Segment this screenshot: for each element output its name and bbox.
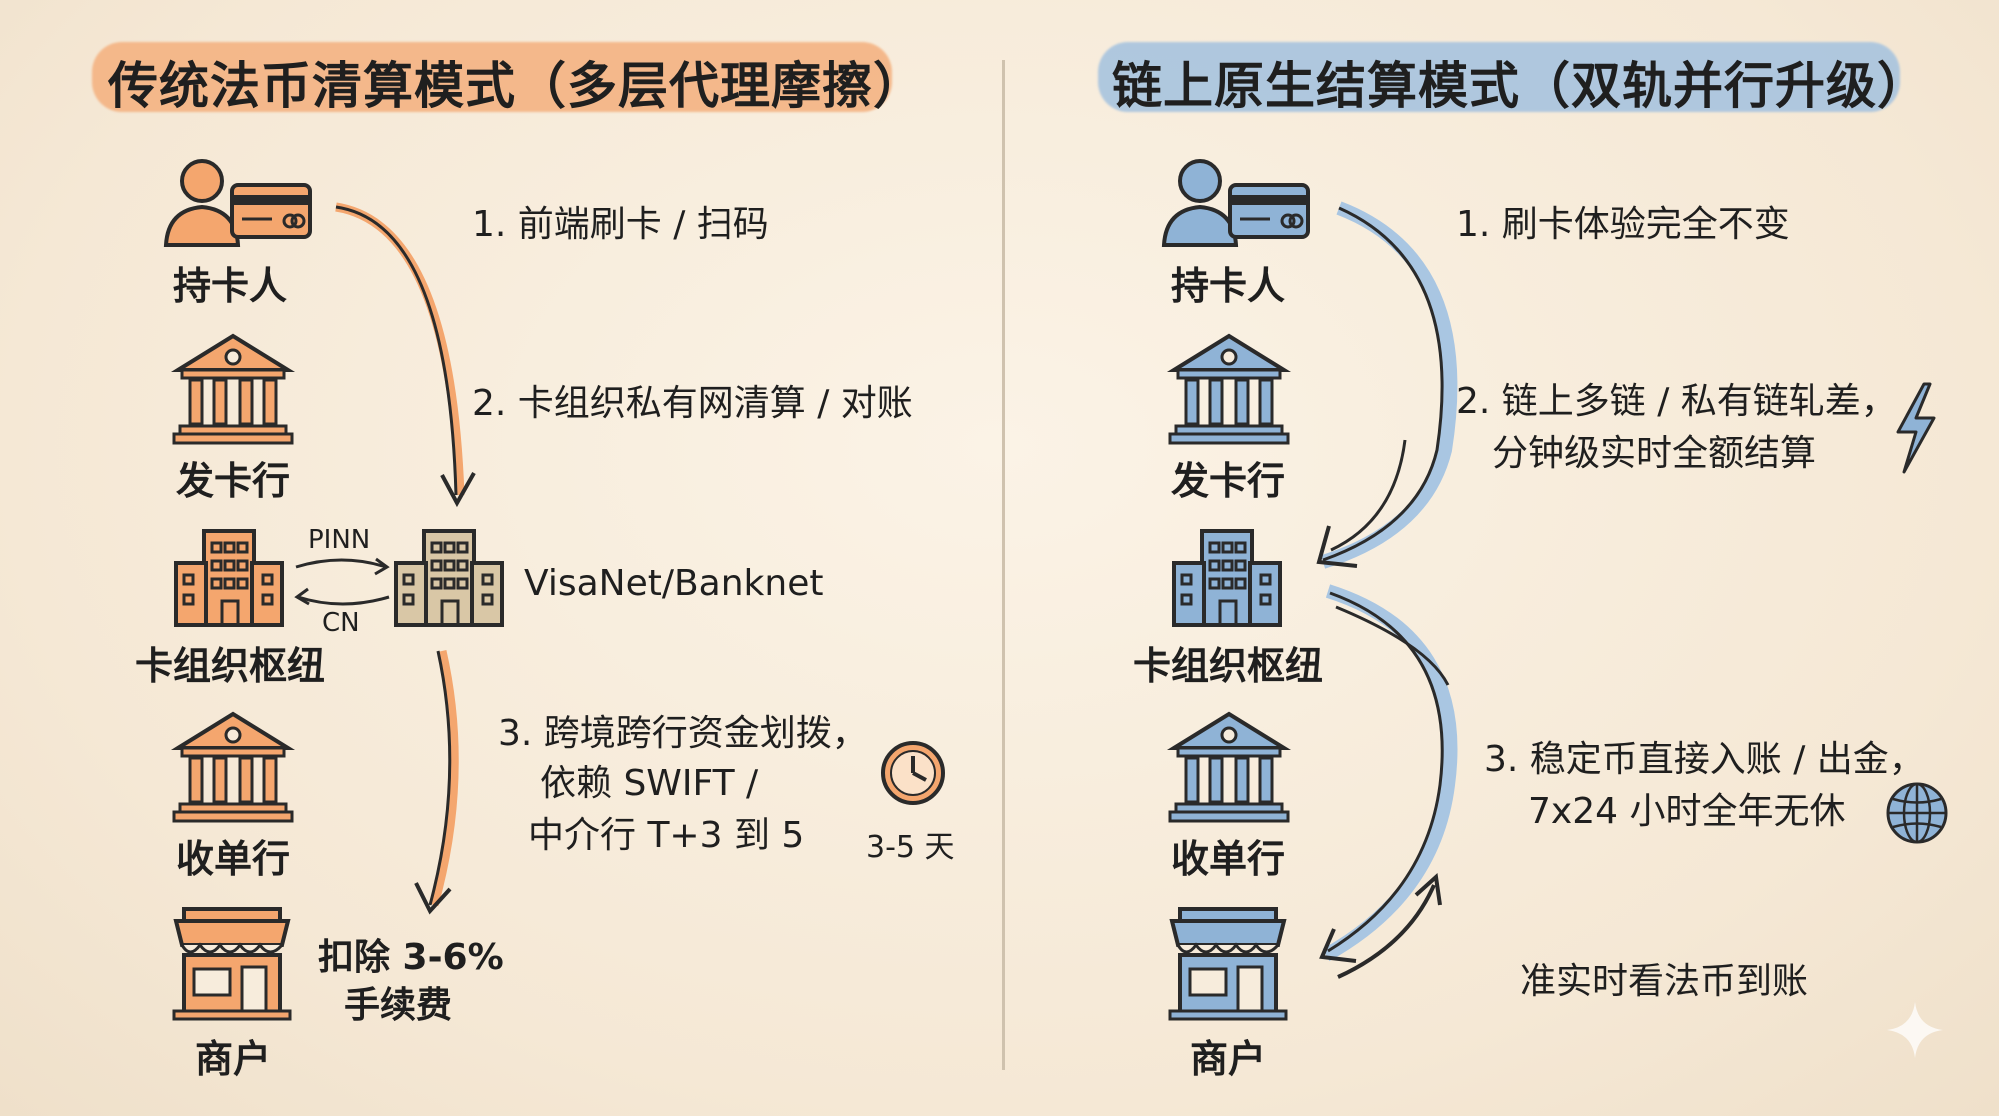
- left-title: 传统法币清算模式（多层代理摩擦）: [108, 57, 924, 115]
- bank-icon: [170, 333, 296, 445]
- store-icon: [1168, 907, 1288, 1021]
- bank-icon: [1166, 333, 1292, 445]
- left-step2: 2. 卡组织私有网清算 / 对账: [472, 383, 913, 424]
- left-title-highlight: [92, 42, 892, 112]
- right-merchant-label: 商户: [1189, 1037, 1266, 1081]
- right-arrow-step3: [1319, 584, 1458, 979]
- right-step2-line1: 2. 链上多链 / 私有链轧差，: [1456, 381, 1897, 422]
- right-step1: 1. 刷卡体验完全不变: [1456, 204, 1790, 245]
- fee-line1: 扣除 3-6%: [318, 937, 504, 978]
- building-icon: [394, 529, 504, 627]
- building-icon: [1172, 529, 1282, 627]
- center-divider: [1002, 60, 1005, 1070]
- pinn-label: PINN: [308, 525, 371, 555]
- right-settle-label: 准实时看法币到账: [1520, 961, 1809, 1002]
- pinn-cn-arrows: [294, 557, 390, 606]
- lightning-icon: [1896, 382, 1936, 474]
- right-step2-line2: 分钟级实时全额结算: [1492, 433, 1817, 474]
- bank-icon: [1166, 711, 1292, 823]
- bank-icon: [170, 711, 296, 823]
- cardholder-icon: [163, 159, 312, 247]
- globe-icon: [1886, 782, 1948, 844]
- cn-label: CN: [322, 608, 360, 638]
- right-hub-label: 卡组织枢纽: [1132, 644, 1323, 688]
- left-hub-label: 卡组织枢纽: [134, 644, 325, 688]
- right-issuer-label: 发卡行: [1170, 459, 1285, 503]
- network-label: VisaNet/Banknet: [524, 563, 824, 604]
- left-step1: 1. 前端刷卡 / 扫码: [472, 204, 769, 245]
- sparkle-icon: [1887, 1002, 1943, 1058]
- left-arrow-step3: [414, 650, 459, 915]
- right-title-highlight: [1098, 42, 1900, 112]
- left-cardholder-label: 持卡人: [172, 264, 287, 308]
- left-merchant-label: 商户: [194, 1037, 271, 1081]
- right-title: 链上原生结算模式（双轨并行升级）: [1112, 57, 1928, 115]
- right-arrow-step1-2: [1316, 201, 1458, 569]
- cardholder-icon: [1161, 159, 1310, 247]
- right-cardholder-label: 持卡人: [1170, 264, 1285, 308]
- left-issuer-label: 发卡行: [175, 459, 290, 503]
- store-icon: [172, 907, 292, 1021]
- left-step3-line2: 依赖 SWIFT /: [540, 763, 759, 804]
- clock-label: 3-5 天: [866, 830, 955, 865]
- left-arrow-step1-2: [335, 202, 476, 508]
- right-step3-line2: 7x24 小时全年无休: [1528, 791, 1846, 832]
- right-acquirer-label: 收单行: [1170, 837, 1285, 881]
- left-acquirer-label: 收单行: [175, 837, 290, 881]
- right-step3-line1: 3. 稳定币直接入账 / 出金，: [1484, 739, 1925, 780]
- left-step3-line1: 3. 跨境跨行资金划拨，: [498, 713, 868, 754]
- building-icon: [174, 529, 284, 627]
- clock-icon: [881, 741, 945, 805]
- fee-line2: 手续费: [344, 985, 453, 1026]
- left-step3-line3: 中介行 T+3 到 5: [528, 815, 805, 856]
